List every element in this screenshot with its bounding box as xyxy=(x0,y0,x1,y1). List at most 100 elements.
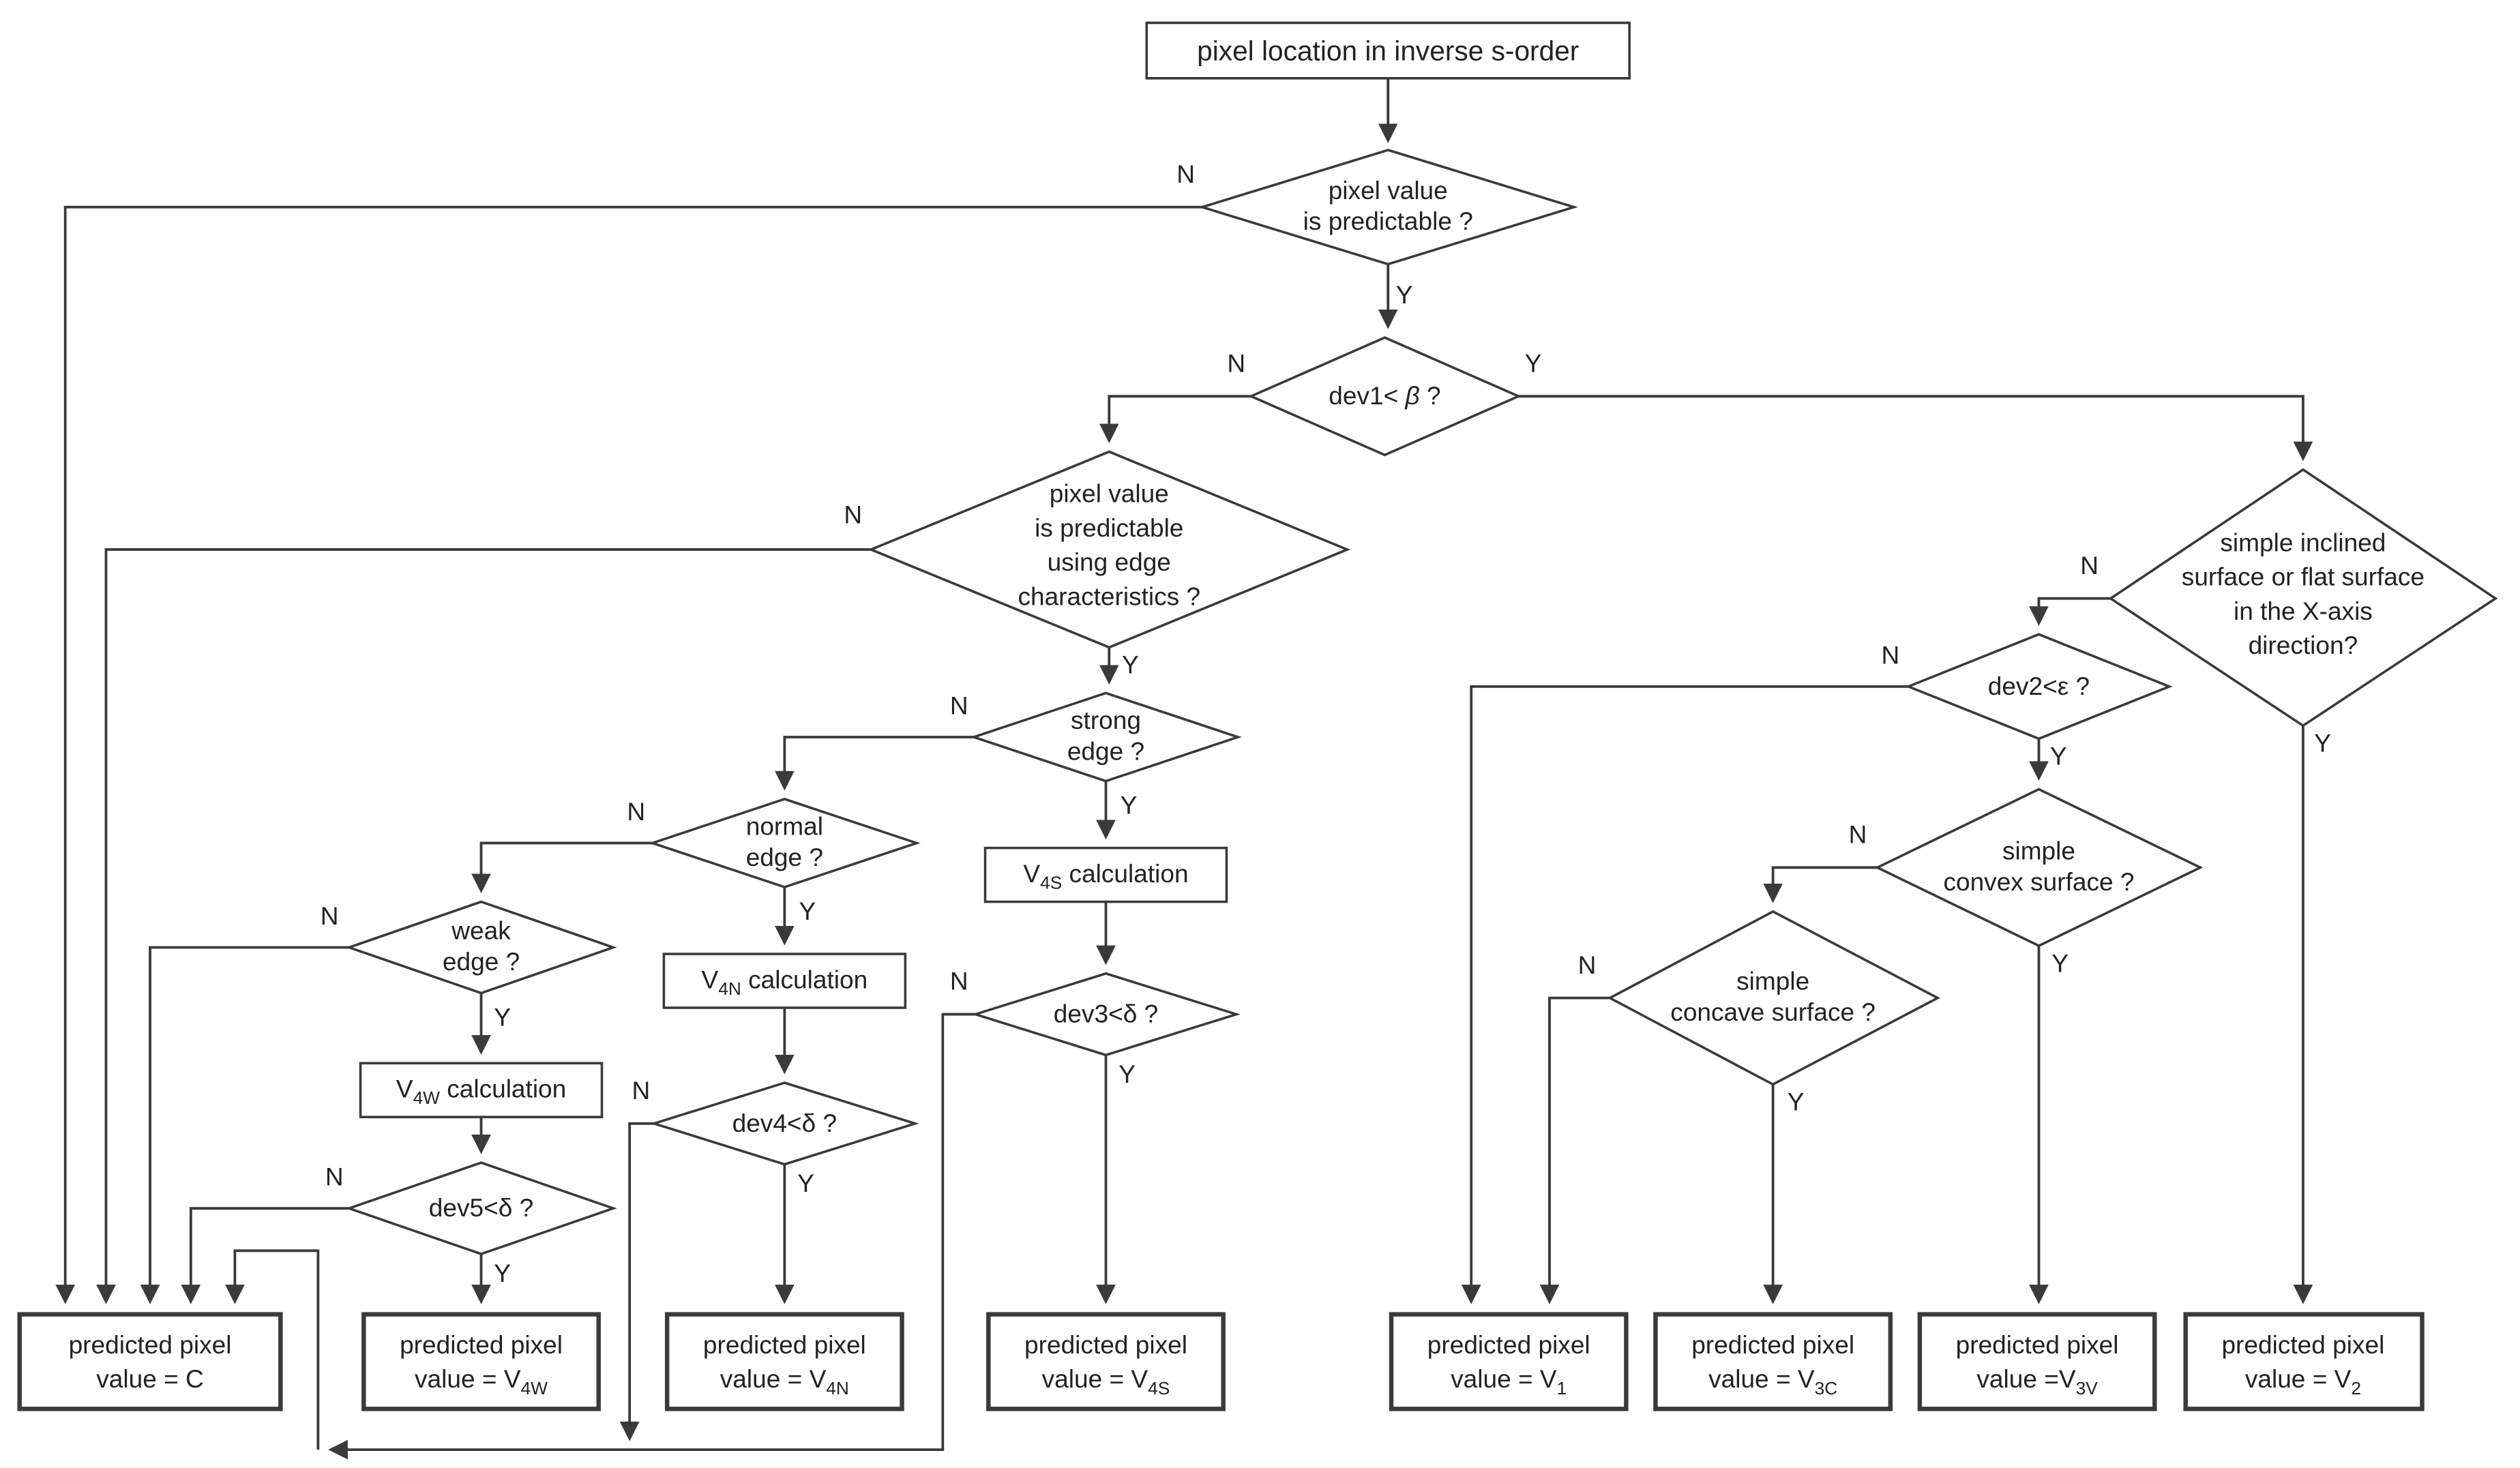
result-v2: predicted pixel value = V2 xyxy=(2183,1312,2425,1411)
result-v1: predicted pixel value = V1 xyxy=(1389,1312,1629,1411)
result-v2-box xyxy=(2183,1312,2425,1411)
result-v1-text-1: predicted pixel xyxy=(1427,1330,1590,1359)
predictable-text-1: pixel value xyxy=(1329,176,1448,205)
concave-no-label: N xyxy=(1578,950,1597,979)
process-v4w-calculation: V4W calculation xyxy=(359,1062,604,1119)
result-v3c-box xyxy=(1653,1312,1893,1411)
dev3-no-label: N xyxy=(950,967,968,995)
result-v3v-box xyxy=(1917,1312,2157,1411)
edge-feedback-to-c xyxy=(225,1249,320,1450)
v4n-calc-label: V4N calculation xyxy=(702,965,868,999)
result-c-box xyxy=(17,1312,283,1411)
edge-dev1-no xyxy=(1099,395,1251,444)
result-v2-text-2: value = V2 xyxy=(2245,1364,2361,1398)
edge-dev2-no xyxy=(1461,685,1909,1304)
decision-pixel-predictable: pixel value is predictable ? xyxy=(1198,149,1578,266)
edge-predictable-text-1: pixel value xyxy=(1050,479,1169,508)
dev2-no-label: N xyxy=(1881,640,1899,669)
strong-no-label: N xyxy=(950,691,968,720)
predictable-diamond xyxy=(1198,149,1578,266)
start-label: pixel location in inverse s-order xyxy=(1197,35,1579,66)
strong-edge-text-2: edge ? xyxy=(1067,736,1144,765)
concave-diamond xyxy=(1607,910,1941,1086)
weak-yes-label: Y xyxy=(494,1002,511,1031)
edge-predictable-no-label: N xyxy=(844,500,862,529)
edge-dev5-no xyxy=(181,1207,349,1304)
result-v3v: predicted pixel value =V3V xyxy=(1917,1312,2157,1411)
concave-yes-label: Y xyxy=(1788,1088,1805,1116)
result-c-text-1: predicted pixel xyxy=(69,1330,232,1359)
edge-dev3-no xyxy=(328,1013,976,1460)
normal-edge-text-1: normal xyxy=(746,811,823,840)
normal-yes-label: Y xyxy=(799,897,816,925)
edge-predictable-text-4: characteristics ? xyxy=(1018,582,1200,610)
dev5-yes-label: Y xyxy=(494,1259,511,1287)
result-v4s-text-1: predicted pixel xyxy=(1024,1330,1187,1359)
decision-dev4: dev4<δ ? xyxy=(650,1081,919,1166)
result-v4w-text-1: predicted pixel xyxy=(400,1330,563,1359)
result-v1-text-2: value = V1 xyxy=(1451,1364,1567,1398)
edge-predictable-no xyxy=(55,205,1202,1304)
result-v4s-text-2: value = V4S xyxy=(1042,1364,1170,1398)
convex-no-label: N xyxy=(1849,820,1867,848)
v4w-calc-label: V4W calculation xyxy=(396,1075,567,1109)
v4w-calc-box xyxy=(359,1062,604,1119)
result-v3v-text-2: value =V3V xyxy=(1976,1364,2098,1398)
normal-edge-diamond xyxy=(648,797,921,888)
weak-no-label: N xyxy=(321,901,339,930)
inclined-yes-label: Y xyxy=(2314,729,2331,758)
decision-inclined-surface: simple inclined surface or flat surface … xyxy=(2108,468,2498,728)
edges xyxy=(55,78,2313,1460)
decision-edge-predictable: pixel value is predictable using edge ch… xyxy=(868,450,1351,649)
dev5-no-label: N xyxy=(325,1163,344,1191)
inclined-text-2: surface or flat surface xyxy=(2182,563,2425,591)
dev2-text: dev2<ε ? xyxy=(1988,672,2090,700)
dev3-text: dev3<δ ? xyxy=(1054,1000,1159,1028)
dev1-diamond xyxy=(1247,336,1522,457)
process-v4s-calculation: V4S calculation xyxy=(983,846,1228,903)
strong-edge-text-1: strong xyxy=(1071,706,1141,734)
decision-dev5: dev5<δ ? xyxy=(345,1161,617,1256)
decision-strong-edge: strong edge ? xyxy=(970,691,1242,783)
predictable-text-2: is predictable ? xyxy=(1303,207,1473,235)
edge-concave-no xyxy=(1539,996,1610,1304)
dev1-yes-label: Y xyxy=(1525,348,1542,377)
result-v4s-box xyxy=(986,1312,1226,1411)
dev3-yes-label: Y xyxy=(1118,1060,1136,1088)
result-v4w-text-2: value = V4W xyxy=(415,1364,548,1398)
dev5-diamond xyxy=(345,1161,617,1256)
result-v1-box xyxy=(1389,1312,1629,1411)
dev2-yes-label: Y xyxy=(2050,742,2067,770)
dev4-text: dev4<δ ? xyxy=(732,1109,837,1137)
v4s-calc-box xyxy=(983,846,1228,903)
dev1-text: dev1< β ? xyxy=(1329,381,1440,410)
result-v4w-box xyxy=(361,1312,601,1411)
edge-dev1-yes xyxy=(1518,395,2313,462)
concave-text-1: simple xyxy=(1736,967,1809,995)
strong-yes-label: Y xyxy=(1121,790,1138,819)
result-v3c-text-2: value = V3C xyxy=(1708,1364,1837,1398)
result-v3c: predicted pixel value = V3C xyxy=(1653,1312,1893,1411)
edge-edge-predictable-no xyxy=(96,548,872,1304)
v4s-calc-label: V4S calculation xyxy=(1023,859,1188,893)
dev4-diamond xyxy=(650,1081,919,1166)
inclined-no-label: N xyxy=(2080,551,2099,580)
inclined-diamond xyxy=(2108,468,2498,728)
weak-edge-text-2: edge ? xyxy=(443,947,520,976)
decision-dev3: dev3<δ ? xyxy=(971,972,1241,1057)
edge-convex-no xyxy=(1763,866,1878,903)
inclined-text-4: direction? xyxy=(2249,631,2358,659)
edge-weak-no xyxy=(140,946,349,1304)
normal-no-label: N xyxy=(627,797,645,826)
inclined-text-3: in the X-axis xyxy=(2234,597,2373,625)
dev5-text: dev5<δ ? xyxy=(429,1193,534,1222)
decision-dev1: dev1< β ? xyxy=(1247,336,1522,457)
start-box xyxy=(1145,21,1631,80)
result-v4s: predicted pixel value = V4S xyxy=(986,1312,1226,1411)
process-v4n-calculation: V4N calculation xyxy=(662,953,907,1009)
weak-edge-text-1: weak xyxy=(451,916,511,945)
dev2-diamond xyxy=(1905,633,2173,740)
edge-dev4-no xyxy=(619,1122,655,1441)
